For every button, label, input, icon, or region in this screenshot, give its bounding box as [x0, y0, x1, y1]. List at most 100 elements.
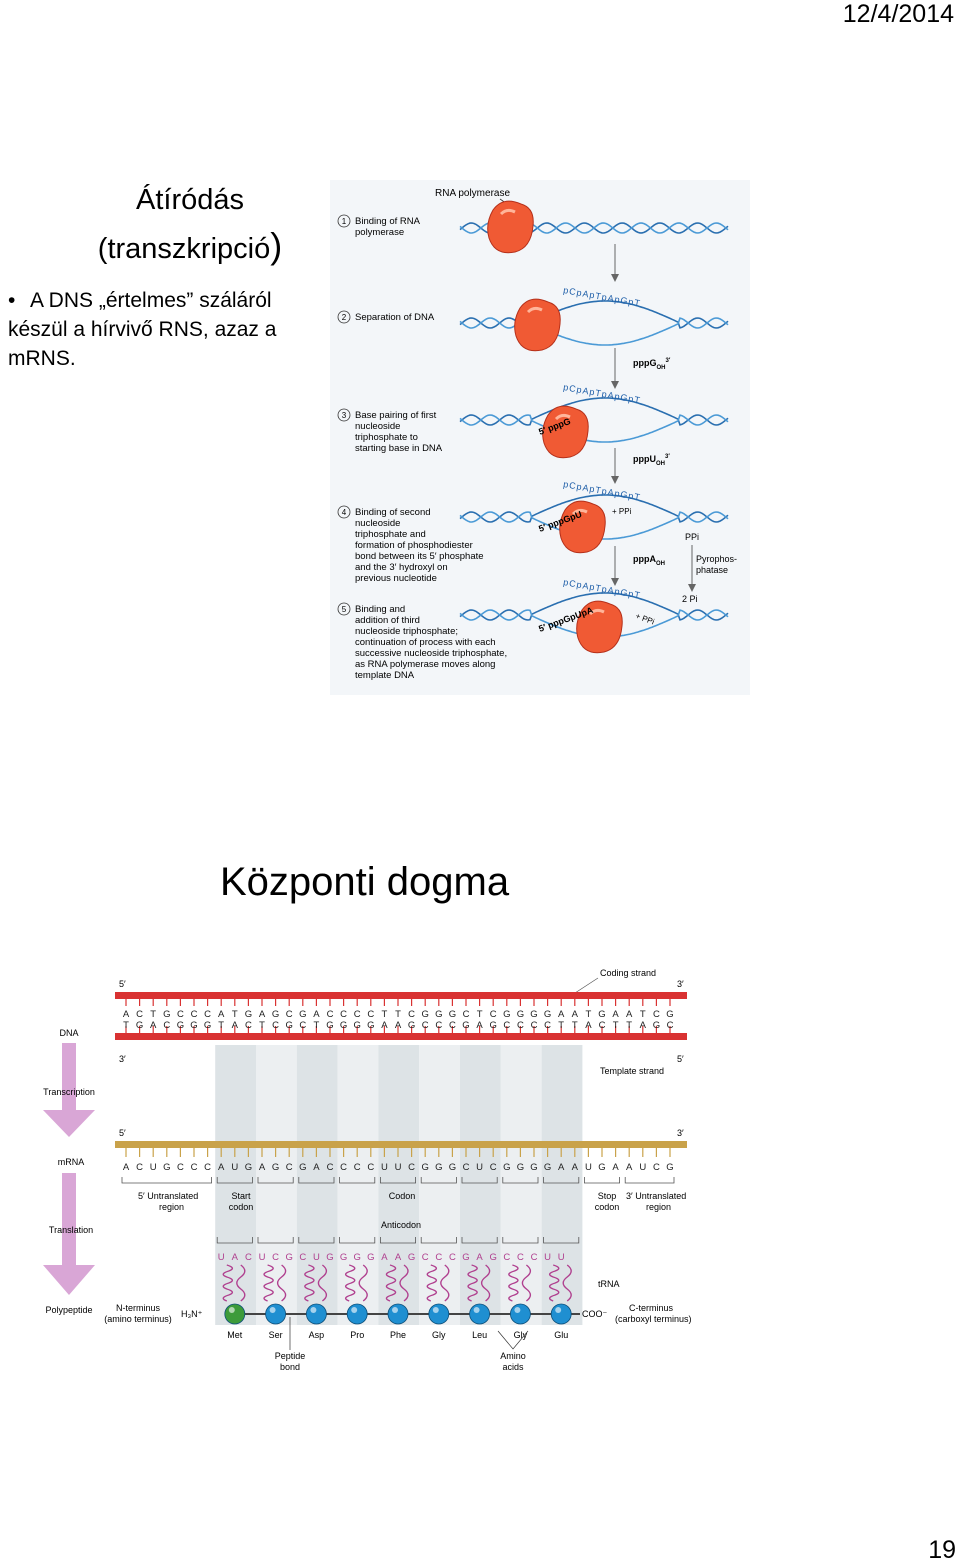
base-letter: A [259, 1162, 266, 1173]
base-letter: C [299, 1020, 306, 1031]
anticodon-base: G [408, 1252, 415, 1263]
step-text-line: Binding of second [355, 507, 431, 518]
base-letter: C [367, 1009, 374, 1020]
coding-strand-label: Coding strand [600, 968, 656, 978]
codon-column [460, 1045, 501, 1325]
mrna-ticks [125, 1148, 671, 1157]
base-letter: G [245, 1162, 252, 1173]
base-letter: A [572, 1162, 579, 1173]
ppi-step4: + PPi [612, 507, 632, 516]
base-letter: C [286, 1162, 293, 1173]
trna-shape [508, 1264, 519, 1302]
amino-acid-label: Ser [269, 1330, 283, 1340]
base-letter: G [286, 1020, 293, 1031]
utr3-label-1: 3′ Untranslated [626, 1191, 686, 1201]
trna-shape [467, 1264, 478, 1302]
figure-background [330, 180, 750, 695]
base-letter: T [381, 1009, 387, 1020]
base-letter: C [191, 1009, 198, 1020]
base-letter: C [435, 1020, 442, 1031]
base-letter: G [163, 1009, 170, 1020]
anticodon-base: G [462, 1252, 469, 1263]
rna-polymerase-blob [576, 600, 623, 654]
rna-polymerase-blob [514, 298, 561, 352]
step-arrowhead [611, 381, 619, 389]
base-letter: C [340, 1009, 347, 1020]
rna-polymerase-blobs [487, 200, 623, 654]
trna-shape [317, 1264, 328, 1302]
pyrophosphatase-label-1: Pyrophos- [696, 554, 737, 564]
codon-column [541, 1045, 583, 1325]
anticodon-base: A [395, 1252, 402, 1263]
codon-column [215, 1045, 256, 1325]
base-letter: C [503, 1020, 510, 1031]
utr3-label-2: region [646, 1202, 671, 1212]
base-letter: A [218, 1162, 225, 1173]
step-text-line: nucleoside triphosphate; [355, 626, 458, 637]
dna-5prime: 5′ [119, 979, 126, 989]
base-letter: C [327, 1009, 334, 1020]
base-letter: C [463, 1009, 470, 1020]
dna-ticks [125, 999, 671, 1033]
bead-highlight [310, 1307, 317, 1313]
title-line-1: Átíródás [136, 184, 244, 216]
stop-codon-label-2: codon [595, 1202, 620, 1212]
dna-strand-upper [459, 494, 729, 523]
codon-column [256, 1045, 297, 1325]
anticodon-base: U [544, 1252, 551, 1263]
amino-acid-label: Pro [350, 1330, 364, 1340]
anticodon-base: A [232, 1252, 239, 1263]
base-letter: U [639, 1162, 646, 1173]
base-letter: G [435, 1162, 442, 1173]
blob-highlight [499, 208, 516, 216]
codon-bracket [379, 1237, 417, 1244]
base-letter: C [177, 1162, 184, 1173]
step-number: 4 [342, 508, 347, 517]
codon-bracket [257, 1237, 294, 1244]
c-terminus-label-2: (carboxyl terminus) [615, 1314, 692, 1324]
transcription-arrow [43, 1043, 95, 1137]
nucleotide-g-label: pppGOH3′ [633, 358, 671, 371]
step-text-line: continuation of process with each [355, 637, 495, 648]
template-backbone [115, 1033, 687, 1040]
base-letter: C [354, 1009, 361, 1020]
trna-shape [222, 1264, 233, 1302]
base-letter: A [626, 1009, 633, 1020]
base-letter: C [463, 1162, 470, 1173]
base-letter: C [367, 1162, 374, 1173]
step-arrowhead [611, 274, 619, 282]
translation-arrow [43, 1173, 95, 1295]
step-arrowhead [611, 578, 619, 586]
trna-shape [385, 1264, 397, 1302]
step-number-circle [337, 602, 351, 616]
base-letter: T [259, 1020, 265, 1031]
base-letter: A [123, 1162, 130, 1173]
base-letter: C [136, 1162, 143, 1173]
trna-shapes [222, 1264, 572, 1302]
anticodon-base: C [503, 1252, 510, 1263]
amino-acids-pointer [497, 1330, 529, 1350]
dna-label: DNA [59, 1028, 78, 1038]
amino-acid-label: Gly [432, 1330, 446, 1340]
bead-highlight [269, 1307, 276, 1313]
base-letter: C [327, 1162, 334, 1173]
two-pi-label: 2 Pi [682, 594, 698, 604]
step-text-line: triphosphate and [355, 529, 426, 540]
codon-bracket [339, 1237, 376, 1244]
base-letter: C [449, 1020, 456, 1031]
dna-3prime: 3′ [677, 979, 684, 989]
base-letter: A [572, 1009, 579, 1020]
step-number-circle [337, 214, 351, 228]
base-letter: G [449, 1162, 456, 1173]
base-letter: C [408, 1009, 415, 1020]
amino-acid-bead [469, 1303, 491, 1325]
pyrophosphatase-arrowhead [688, 584, 696, 592]
base-letter: C [191, 1162, 198, 1173]
base-letter: T [585, 1009, 591, 1020]
rna-polymerase-label: RNA polymerase [435, 188, 510, 199]
base-letter: G [435, 1009, 442, 1020]
base-letter: A [123, 1009, 130, 1020]
nucleotide-a-label: pppAOH [633, 554, 665, 567]
c-terminus-label-1: C-terminus [629, 1303, 674, 1313]
anticodon-base: C [531, 1252, 538, 1263]
